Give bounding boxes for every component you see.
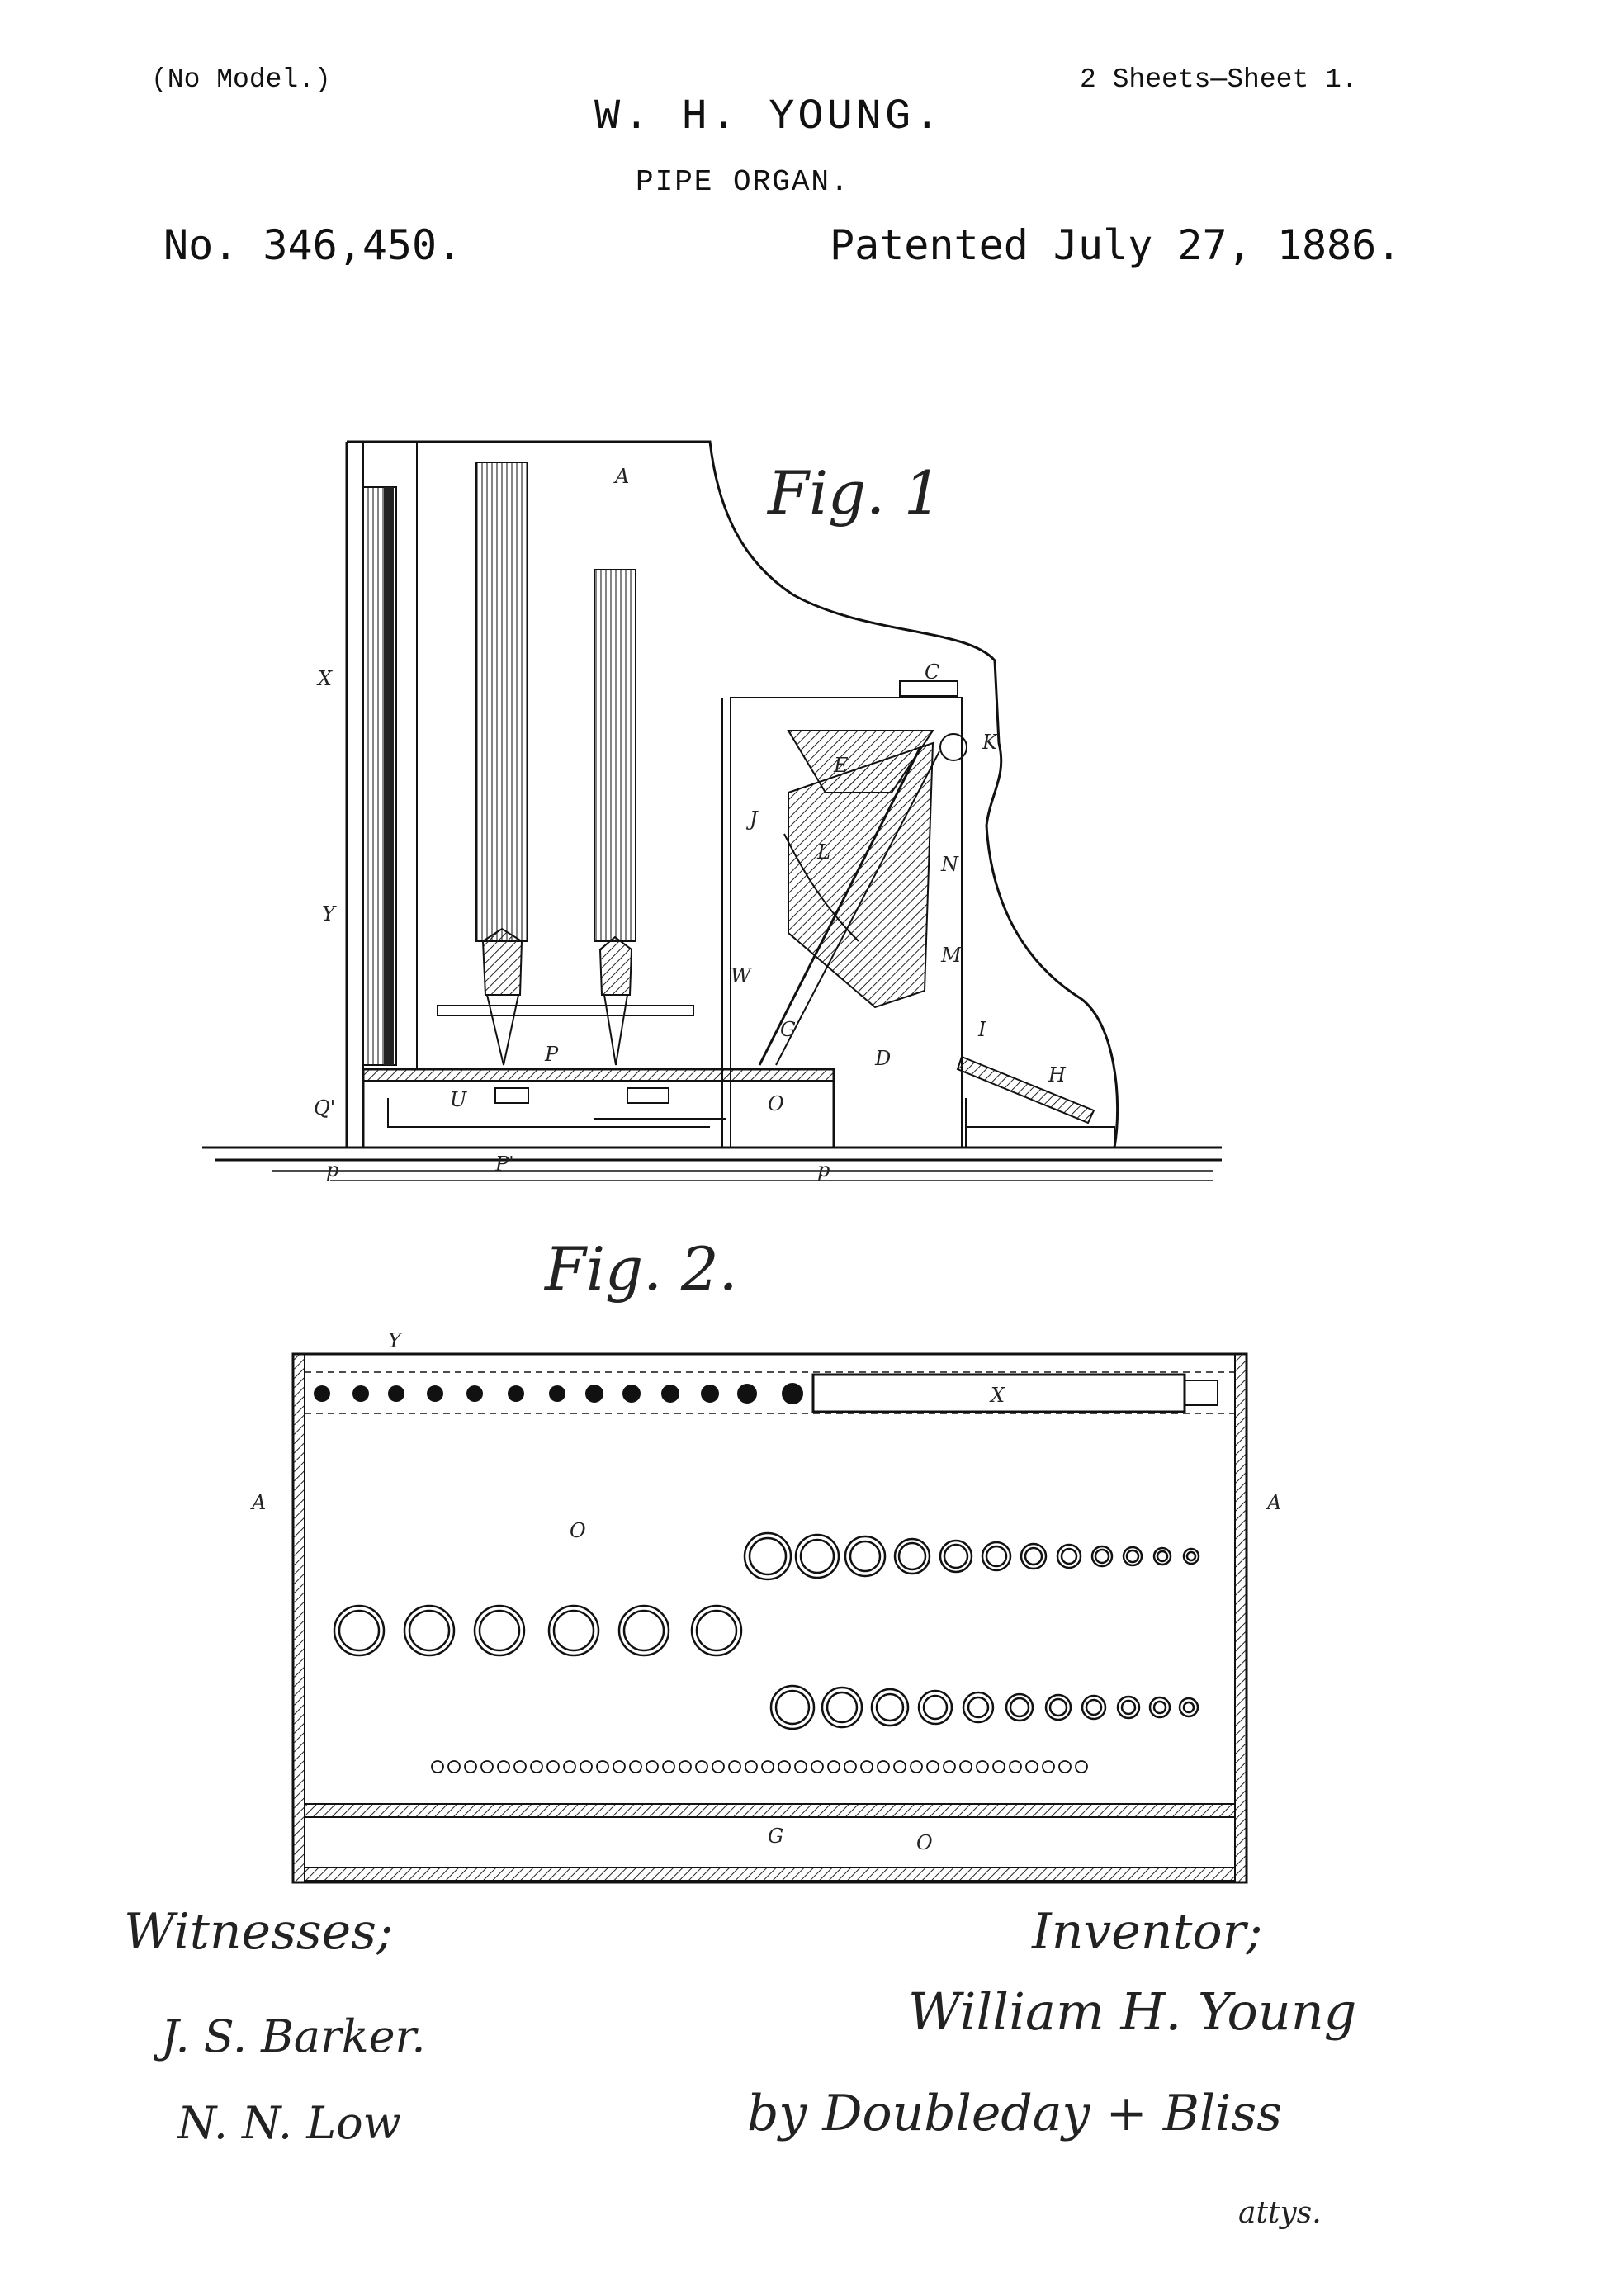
small-hole (893, 1760, 906, 1773)
small-hole (613, 1760, 626, 1773)
figure-2-title: Fig. 2. (545, 1234, 738, 1304)
fig1-label-L: L (816, 840, 830, 864)
fig1-label-A: A (613, 465, 629, 488)
small-hole (992, 1760, 1005, 1773)
fig2-label-Y: Y (388, 1329, 403, 1352)
inventor-name: W. H. YOUNG. (594, 92, 944, 141)
small-hole (1009, 1760, 1022, 1773)
small-hole (1042, 1760, 1055, 1773)
fig2-label-G: G (768, 1825, 783, 1848)
inventor-signature: William H. Young (908, 1981, 1357, 2042)
fig1-label-O: O (768, 1092, 784, 1115)
inventor-label: Inventor; (1032, 1903, 1263, 1961)
small-hole (943, 1760, 956, 1773)
no-model-note: (No Model.) (151, 64, 331, 95)
small-hole (745, 1760, 758, 1773)
small-hole (580, 1760, 593, 1773)
fig1-label-I: I (977, 1018, 986, 1041)
small-hole (910, 1760, 923, 1773)
witnesses-label: Witnesses; (124, 1903, 394, 1961)
fig1-label-E: E (833, 754, 849, 777)
fig2-label-A-right: A (1266, 1491, 1281, 1514)
patent-number: No. 346,450. (163, 221, 462, 269)
fig1-label-G: G (780, 1018, 796, 1041)
small-hole (1058, 1760, 1072, 1773)
fig1-label-W: W (731, 964, 753, 987)
fig1-label-Y: Y (322, 902, 337, 926)
fig1-label-H: H (1048, 1063, 1067, 1086)
small-hole (513, 1760, 527, 1773)
small-hole (794, 1760, 807, 1773)
small-hole (464, 1760, 477, 1773)
small-hole (976, 1760, 989, 1773)
small-hole (827, 1760, 840, 1773)
small-hole (431, 1760, 444, 1773)
attorneys-abbreviation: attys. (1238, 2196, 1322, 2230)
small-hole (712, 1760, 725, 1773)
patent-title: PIPE ORGAN. (636, 165, 850, 199)
small-hole (530, 1760, 543, 1773)
patent-date: Patented July 27, 1886. (830, 221, 1402, 269)
fig1-label-p1: p (326, 1158, 338, 1181)
figure-1-labels: A C K E J L N W M G D I H X Y Q' U P O p… (314, 465, 1067, 1181)
small-hole (546, 1760, 560, 1773)
fig2-label-A-left: A (250, 1491, 266, 1514)
small-hole (728, 1760, 741, 1773)
fig1-label-p2: p (817, 1158, 830, 1181)
figure-1 (202, 440, 1222, 1181)
fig2-label-O-upper: O (570, 1519, 586, 1542)
small-hole (563, 1760, 576, 1773)
small-hole (480, 1760, 494, 1773)
fig1-label-U: U (450, 1088, 467, 1111)
small-hole (695, 1760, 708, 1773)
fig1-label-Q: Q' (314, 1096, 335, 1120)
fig1-label-P2: P' (494, 1153, 514, 1176)
small-hole (811, 1760, 824, 1773)
small-hole (860, 1760, 873, 1773)
fig1-label-M: M (940, 944, 963, 967)
fig1-label-J: J (745, 807, 759, 831)
attorneys-signature: by Doubleday + Bliss (747, 2085, 1282, 2142)
small-hole (662, 1760, 675, 1773)
fig1-label-N: N (940, 853, 959, 876)
fig1-label-P: P (544, 1043, 559, 1066)
fig1-label-K: K (982, 731, 999, 754)
small-hole (959, 1760, 972, 1773)
sheet-number: 2 Sheets—Sheet 1. (1080, 64, 1358, 95)
small-hole (1075, 1760, 1088, 1773)
small-hole (447, 1760, 461, 1773)
fig1-label-C: C (925, 660, 939, 684)
witness-signature-1: J. S. Barker. (161, 2010, 426, 2062)
fig1-label-X: X (316, 667, 333, 690)
small-hole (497, 1760, 510, 1773)
figure-2-labels: Y X A A O G O (250, 1329, 1281, 1854)
small-hole (877, 1760, 890, 1773)
small-hole (926, 1760, 939, 1773)
figure-2 (291, 1352, 1248, 1884)
figure-1-title: Fig. 1 (768, 458, 942, 528)
witness-signature-2: N. N. Low (177, 2097, 401, 2149)
small-hole (844, 1760, 857, 1773)
small-hole (778, 1760, 791, 1773)
fig1-label-D: D (874, 1047, 891, 1070)
small-hole (679, 1760, 692, 1773)
fig2-label-O-lower: O (916, 1831, 933, 1854)
fig2-label-X: X (989, 1384, 1005, 1407)
small-hole (1025, 1760, 1038, 1773)
small-hole (646, 1760, 659, 1773)
small-hole (761, 1760, 774, 1773)
small-hole (629, 1760, 642, 1773)
small-hole (596, 1760, 609, 1773)
